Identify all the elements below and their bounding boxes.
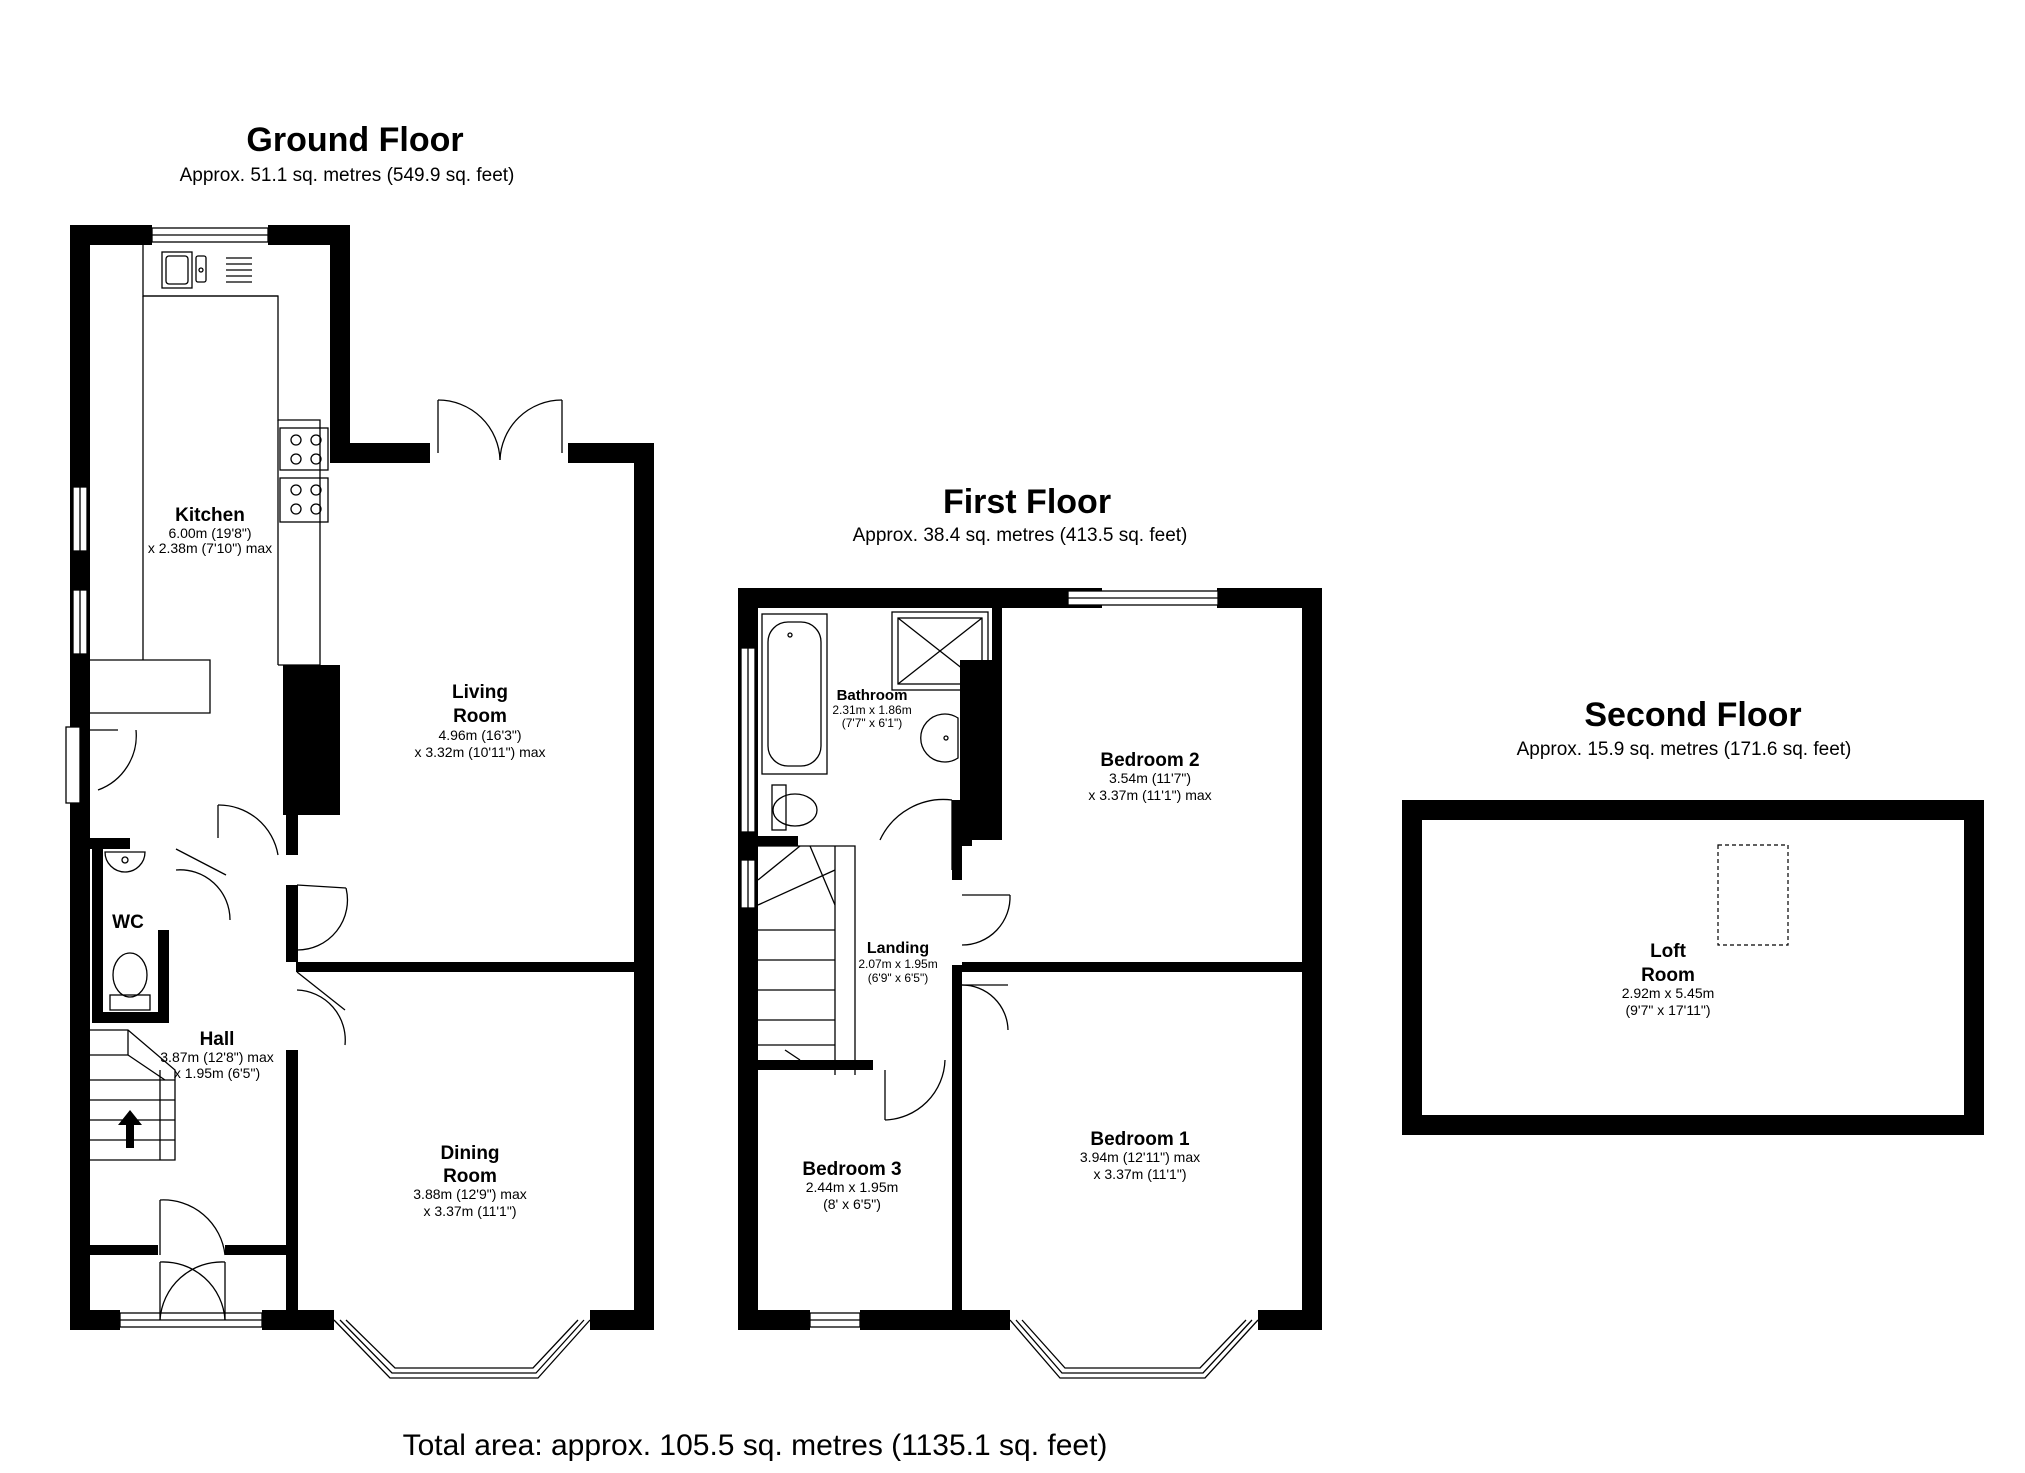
room-bathroom: Bathroom 2.31m x 1.86m (7'7" x 6'1") — [832, 687, 911, 730]
room-name: Bedroom 2 — [1100, 750, 1199, 771]
room-dimension: (8' x 6'5") — [823, 1196, 881, 1212]
room-dimension: (7'7" x 6'1") — [842, 716, 902, 730]
room-dimension: x 3.37m (11'1") — [424, 1203, 517, 1219]
room-dimension: x 3.37m (11'1") — [1094, 1166, 1187, 1182]
room-name: Hall — [200, 1029, 235, 1050]
first-doors — [879, 798, 1011, 1121]
bathroom-fittings — [761, 611, 989, 831]
room-dimension: 3.94m (12'11") max — [1080, 1149, 1200, 1165]
room-dimension: x 3.37m (11'1") max — [1088, 787, 1211, 803]
dining-bay-window — [333, 1319, 591, 1379]
first-stairs — [757, 845, 856, 1075]
toilet-icon — [772, 793, 818, 827]
second-outer-walls — [1402, 800, 1984, 1135]
room-dimension: x 3.32m (10'11") max — [414, 744, 545, 760]
total-area: Total area: approx. 105.5 sq. metres (11… — [403, 1429, 1108, 1462]
oven-icon — [279, 477, 329, 523]
basin-icon — [920, 713, 959, 763]
room-living-room: Living Room 4.96m (16'3") x 3.32m (10'11… — [414, 682, 545, 760]
room-dimension: 3.87m (12'8") max — [160, 1049, 273, 1065]
room-hall: Hall 3.87m (12'8") max x 1.95m (6'5") — [160, 1029, 273, 1081]
room-name: Room — [443, 1166, 497, 1187]
ground-floor-area: Approx. 51.1 sq. metres (549.9 sq. feet) — [180, 165, 515, 186]
room-dimension: 6.00m (19'8") — [168, 525, 251, 541]
first-floor-area: Approx. 38.4 sq. metres (413.5 sq. feet) — [853, 525, 1188, 546]
stairs-up-arrow-icon — [118, 1110, 142, 1148]
second-floor-title: Second Floor — [1584, 696, 1801, 734]
room-dimension: (6'9" x 6'5") — [868, 971, 928, 985]
ground-doors — [65, 726, 349, 1321]
room-name: Dining — [440, 1143, 499, 1164]
room-dimension: x 2.38m (7'10") max — [148, 540, 272, 556]
first-floor-title: First Floor — [943, 483, 1111, 521]
ground-windows — [72, 227, 269, 1328]
drainer-icon — [226, 257, 252, 283]
room-name: Loft — [1650, 941, 1687, 962]
first-windows — [740, 590, 1219, 1328]
room-dimension: 2.44m x 1.95m — [806, 1179, 899, 1195]
room-dimension: 3.88m (12'9") max — [413, 1186, 526, 1202]
room-name: Kitchen — [175, 505, 245, 526]
room-bedroom-2: Bedroom 2 3.54m (11'7") x 3.37m (11'1") … — [1088, 750, 1211, 803]
kitchen-fittings — [90, 245, 329, 714]
room-name: Room — [453, 706, 507, 727]
room-wc: WC — [112, 912, 144, 933]
bath-icon — [761, 613, 828, 775]
ground-stairs — [90, 1029, 176, 1161]
second-floor-plan: Second Floor Approx. 15.9 sq. metres (17… — [1402, 696, 1984, 1135]
living-french-doors — [437, 399, 563, 461]
ground-outer-walls — [70, 225, 654, 1330]
room-dimension: 3.54m (11'7") — [1109, 770, 1191, 786]
room-dimension: 2.31m x 1.86m — [832, 703, 911, 717]
room-kitchen: Kitchen 6.00m (19'8") x 2.38m (7'10") ma… — [148, 505, 272, 556]
room-landing: Landing 2.07m x 1.95m (6'9" x 6'5") — [858, 940, 937, 985]
ground-floor-plan: Ground Floor Approx. 51.1 sq. metres (54… — [65, 121, 654, 1379]
hob-icon — [279, 427, 329, 471]
room-dimension: (9'7" x 17'11") — [1625, 1002, 1710, 1018]
room-dining-room: Dining Room 3.88m (12'9") max x 3.37m (1… — [413, 1143, 526, 1219]
shower-tray-icon — [891, 611, 989, 691]
first-floor-plan: First Floor Approx. 38.4 sq. metres (413… — [738, 483, 1322, 1379]
ground-interior-walls — [90, 665, 634, 1312]
room-bedroom-1: Bedroom 1 3.94m (12'11") max x 3.37m (11… — [1080, 1129, 1200, 1182]
wc-fittings — [104, 851, 151, 1011]
kitchen-sink-icon — [161, 251, 207, 289]
room-dimension: 2.92m x 5.45m — [1622, 985, 1715, 1001]
room-loft-room: Loft Room 2.92m x 5.45m (9'7" x 17'11") — [1622, 941, 1715, 1018]
room-bedroom-3: Bedroom 3 2.44m x 1.95m (8' x 6'5") — [802, 1159, 901, 1212]
room-name: Room — [1641, 965, 1695, 986]
second-floor-area: Approx. 15.9 sq. metres (171.6 sq. feet) — [1517, 739, 1852, 760]
room-name: Living — [452, 682, 508, 703]
bedroom1-bay-window — [1009, 1319, 1259, 1379]
room-dimension: 2.07m x 1.95m — [858, 957, 937, 971]
room-name: Landing — [867, 940, 929, 957]
roof-window-icon — [1717, 844, 1789, 946]
room-name: Bedroom 3 — [802, 1159, 901, 1180]
ground-floor-title: Ground Floor — [246, 121, 463, 159]
room-name: Bedroom 1 — [1090, 1129, 1190, 1150]
room-name: WC — [112, 912, 144, 933]
room-dimension: x 1.95m (6'5") — [174, 1065, 260, 1081]
room-name: Bathroom — [837, 687, 908, 704]
room-dimension: 4.96m (16'3") — [438, 727, 521, 743]
first-outer-walls — [738, 588, 1322, 1330]
